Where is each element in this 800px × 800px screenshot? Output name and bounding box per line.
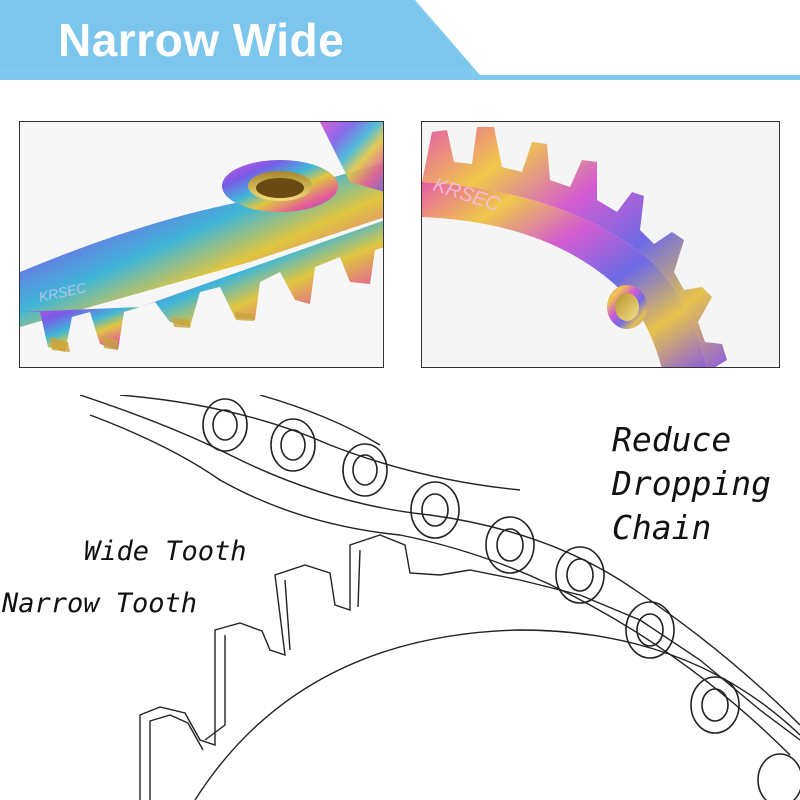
wide-tooth-label: Wide Tooth <box>84 536 247 567</box>
reduce-line-2: Dropping <box>612 464 771 503</box>
narrow-tooth-label: Narrow Tooth <box>2 588 198 619</box>
banner-shape <box>0 0 800 80</box>
banner-title: Narrow Wide <box>58 14 345 66</box>
reduce-line-1: Reduce <box>612 420 732 459</box>
chainring-photo-left: KRSEC <box>19 121 384 368</box>
chainring-photo-right: KRSEC <box>421 121 780 368</box>
reduce-line-3: Chain <box>612 508 712 547</box>
chain-tooth-diagram <box>79 395 800 800</box>
reduce-dropping-chain-label: Reduce Dropping Chain <box>612 418 771 550</box>
header-banner: Narrow Wide <box>0 0 800 80</box>
